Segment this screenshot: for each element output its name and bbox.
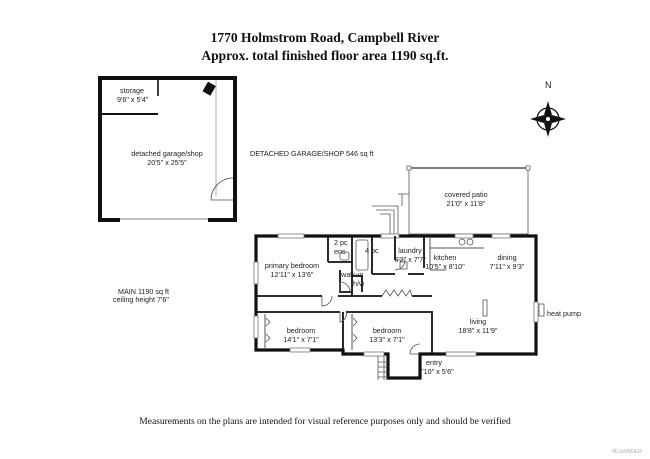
compass-rose-icon [530, 101, 566, 137]
garage-shop-label: detached garage/shop [131, 149, 203, 158]
bedroom-1-dims: 14'1" x 7'1" [283, 335, 319, 344]
storage-label: storage [120, 86, 144, 95]
primary-bedroom-label: primary bedroom [265, 261, 319, 270]
laundry-dims: 6'2" x 7'7" [394, 255, 426, 264]
window [380, 233, 400, 239]
living-dims: 18'8" x 11'9" [459, 326, 498, 335]
vent-icon [202, 81, 216, 96]
kitchen-label: kitchen [434, 253, 457, 262]
walk-in-label: walk-in [340, 270, 363, 279]
bathtub-icon [355, 239, 369, 271]
kitchen-dims: 10'5" x 8'10" [425, 262, 465, 271]
entry-steps [377, 356, 388, 380]
primary-bedroom-dims: 12'11" x 13'6" [271, 270, 314, 279]
sink-icon [466, 238, 474, 246]
window [289, 347, 311, 353]
window [253, 261, 259, 285]
entry-dims: 7'10" x 5'6" [418, 367, 454, 376]
main-summary-area: MAIN 1190 sq ft [118, 287, 169, 296]
floor-area-subtitle: Approx. total finished floor area 1190 s… [201, 48, 449, 63]
patio-label: covered patio [444, 190, 487, 199]
door-swings [321, 259, 421, 355]
disclaimer: Measurements on the plans are intended f… [139, 417, 511, 427]
washer-icon [399, 261, 408, 270]
window [491, 233, 511, 239]
dining-label: dining [497, 253, 516, 262]
window [454, 233, 474, 239]
garage-side-door [210, 177, 234, 201]
fireplace-icon [482, 299, 488, 317]
laundry-label: laundry [398, 246, 422, 255]
bedroom-1-label: bedroom [287, 326, 315, 335]
garage-shop-dims: 20'5" x 25'5" [147, 158, 187, 167]
window [445, 351, 477, 357]
main-house: 2 pc ens 4 pc laundry 6'2" x 7'7" kitche… [253, 233, 545, 380]
mls-number: MLS#990433 [612, 449, 642, 455]
sink-icon [458, 238, 466, 246]
storage-dims: 9'6" x 5'4" [117, 95, 149, 104]
bedroom-2-label: bedroom [373, 326, 401, 335]
dining-dims: 7'11" x 9'3" [490, 262, 525, 271]
living-label: living [470, 317, 486, 326]
covered-patio: covered patio 21'0" x 11'8" [372, 165, 531, 235]
patio-steps [372, 205, 399, 234]
garage-door-opening [120, 216, 208, 224]
address-title: 1770 Holmstrom Road, Campbell River [210, 30, 440, 45]
bedroom-2-dims: 13'3" x 7'1" [369, 335, 405, 344]
ensuite-label-2: ens [334, 247, 346, 256]
patio-dims: 21'0" x 11'8" [447, 199, 486, 208]
compass-north-label: N [545, 80, 552, 90]
main-summary-ceiling: ceiling height 7'6" [113, 295, 169, 304]
garage-summary: DETACHED GARAGE/SHOP 546 sq ft [250, 149, 374, 158]
heat-pump-label: heat pump [547, 309, 581, 318]
ensuite-label-1: 2 pc [334, 238, 348, 247]
heat-pump-icon [538, 303, 545, 317]
detached-garage: storage 9'6" x 5'4" detached garage/shop… [98, 76, 237, 224]
window [253, 315, 259, 339]
hw-label: h/w [353, 279, 365, 288]
interior-walls [256, 236, 484, 354]
entry-label: entry [426, 358, 442, 367]
bath-label: 4 pc [365, 246, 379, 255]
window [363, 351, 385, 357]
closet-doors [265, 289, 413, 343]
window [277, 233, 305, 239]
toilet-icon [339, 251, 350, 261]
window [533, 301, 539, 323]
